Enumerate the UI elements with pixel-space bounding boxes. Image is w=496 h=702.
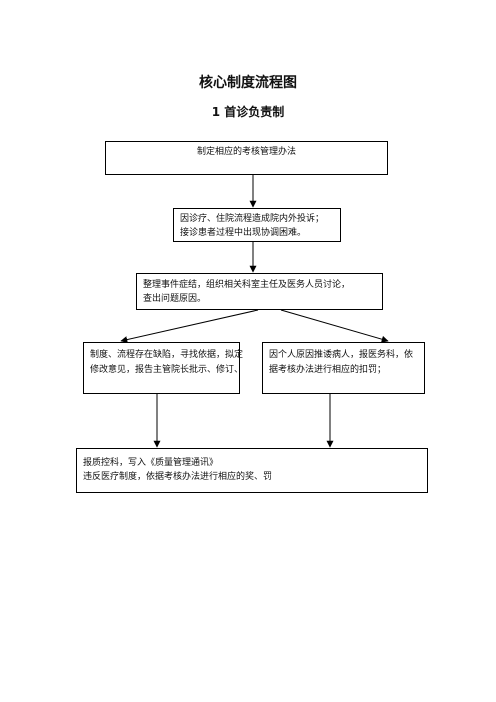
complaint-text-line-1: 因诊疗、住院流程造成院内外投诉； — [180, 214, 325, 224]
summary-box: 整理事件症结，组织相关科室主任及医务人员讨论， 查出问题原因。 — [136, 273, 383, 310]
report-box: 报质控科，写入《质量管理通讯》 违反医疗制度，依据考核办法进行相应的奖、罚 — [76, 448, 428, 493]
page-title: 核心制度流程图 — [199, 75, 297, 91]
complaint-text-line-2: 接诊患者过程中出现协调困难。 — [180, 228, 307, 238]
system-fix-box: 制度、流程存在缺陷，寻找依据，拟定 修改意见，报告主管院长批示、修订、 — [83, 342, 244, 394]
personal-box: 因个人原因推诿病人，报医务科，依 据考核办法进行相应的扣罚； — [262, 342, 425, 394]
arrow-summary-to-system-fix — [120, 309, 259, 344]
arrow-summary-to-personal — [280, 309, 389, 343]
system-fix-text-line-2: 修改意见，报告主管院长批示、修订、 — [90, 365, 244, 375]
report-text-line-1: 报质控科，写入《质量管理通讯》 — [83, 458, 219, 468]
report-text-line-2: 违反医疗制度，依据考核办法进行相应的奖、罚 — [83, 472, 273, 482]
system-fix-text-line-1: 制度、流程存在缺陷，寻找依据，拟定 — [90, 350, 244, 360]
personal-text-line-2: 据考核办法进行相应的扣罚； — [269, 365, 387, 375]
personal-text-line-1: 因个人原因推诿病人，报医务科，依 — [269, 350, 414, 360]
summary-text-line-1: 整理事件症结，组织相关科室主任及医务人员讨论， — [143, 280, 351, 290]
summary-text-line-2: 查出问题原因。 — [143, 294, 207, 304]
section-title: 1 首诊负责制 — [211, 105, 285, 119]
assessment-box: 制定相应的考核管理办法 — [105, 141, 388, 175]
assessment-text: 制定相应的考核管理办法 — [196, 147, 296, 157]
complaint-box: 因诊疗、住院流程造成院内外投诉； 接诊患者过程中出现协调困难。 — [173, 208, 341, 242]
